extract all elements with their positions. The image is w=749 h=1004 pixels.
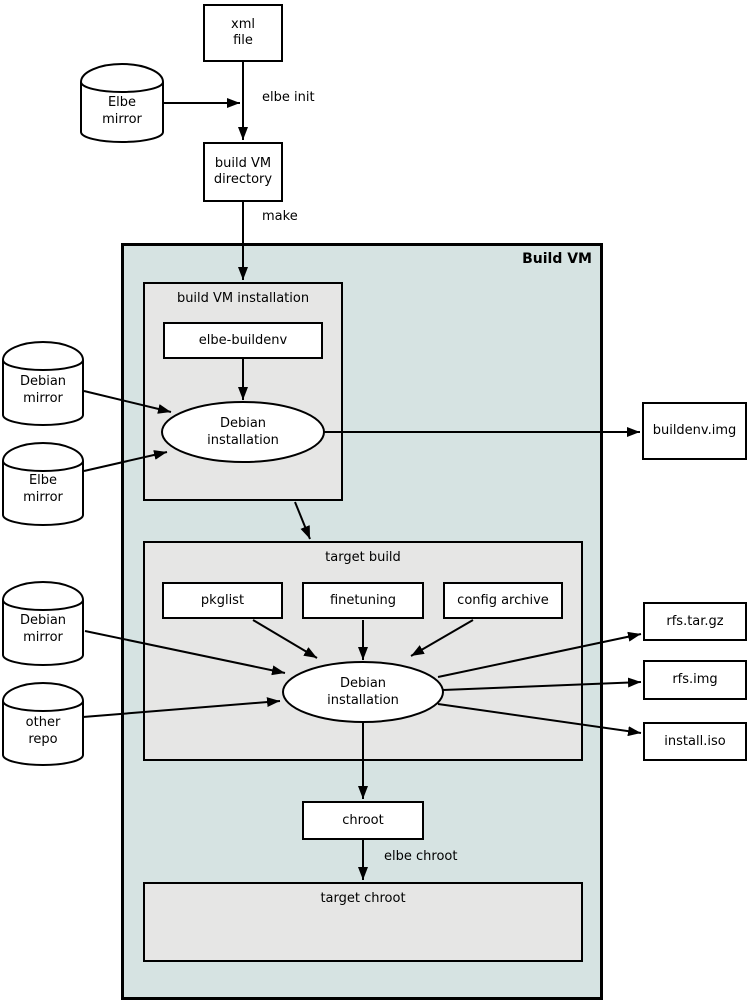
- section-target-build: target build: [143, 541, 583, 761]
- debian-mirror-2-label: Debian mirror: [19, 613, 67, 645]
- node-build-vm-directory: build VM directory: [203, 142, 283, 202]
- section-build-vm-installation: build VM installation: [143, 282, 343, 501]
- other-repo-label: other repo: [25, 715, 61, 747]
- node-chroot: chroot: [302, 801, 424, 840]
- edge-label-elbe-chroot: elbe chroot: [384, 849, 458, 864]
- node-elbe-buildenv: elbe-buildenv: [163, 322, 323, 359]
- node-buildenv-img: buildenv.img: [642, 402, 747, 460]
- node-rfs-tar-gz: rfs.tar.gz: [643, 602, 747, 641]
- debian-installation-2-label: Debian installation: [327, 676, 399, 708]
- section-target-chroot: target chroot: [143, 882, 583, 962]
- node-install-iso: install.iso: [643, 722, 747, 761]
- node-xml-file: xml file: [203, 4, 283, 62]
- section-target-build-label: target build: [325, 550, 401, 565]
- node-rfs-img: rfs.img: [643, 660, 747, 700]
- build-vm-title: Build VM: [522, 251, 592, 267]
- debian-installation-1-label: Debian installation: [207, 416, 279, 448]
- node-finetuning: finetuning: [302, 582, 424, 619]
- node-config-archive: config archive: [443, 582, 563, 619]
- edge-label-elbe-init: elbe init: [262, 90, 315, 105]
- section-build-vm-installation-label: build VM installation: [176, 291, 310, 306]
- elbe-mirror-top-label: Elbe mirror: [102, 95, 142, 127]
- section-target-chroot-label: target chroot: [320, 891, 406, 906]
- edge-label-make: make: [262, 209, 298, 224]
- node-pkglist: pkglist: [162, 582, 283, 619]
- elbe-mirror-2-label: Elbe mirror: [23, 473, 63, 505]
- debian-mirror-1-label: Debian mirror: [19, 374, 67, 406]
